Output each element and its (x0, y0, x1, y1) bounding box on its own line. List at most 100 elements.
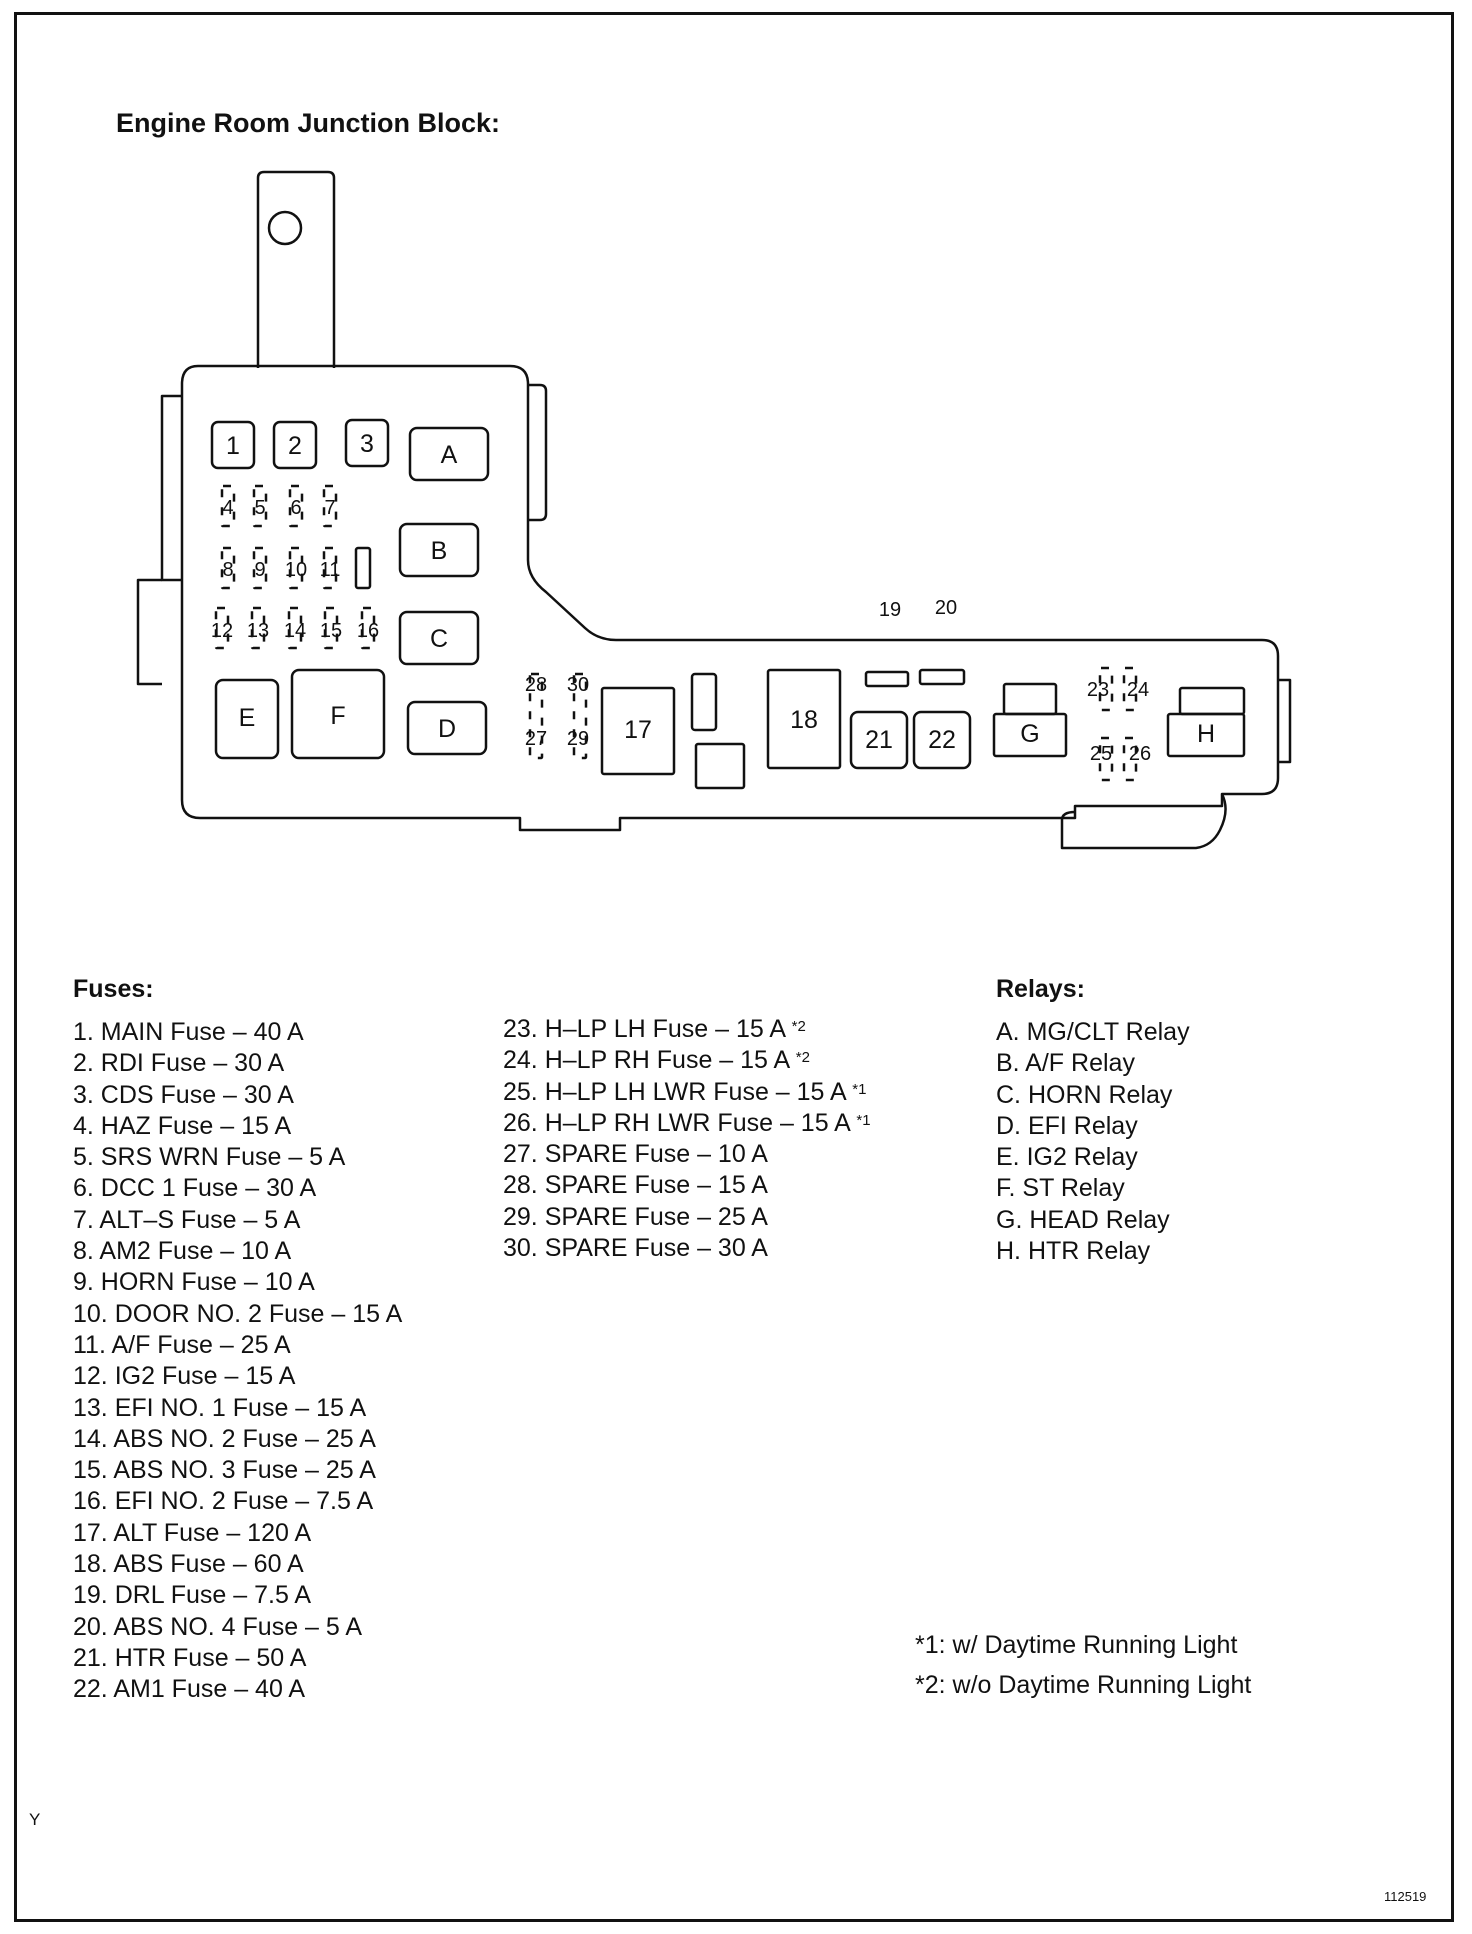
relay-item-8: H. HTR Relay (996, 1237, 1151, 1266)
fuse-item-21: 21. HTR Fuse – 50 A (73, 1643, 307, 1672)
relay-A-label: A (441, 441, 458, 469)
fuse-19-box (864, 670, 910, 688)
fuse-7-slot (322, 484, 338, 528)
fuse-11-slot (322, 546, 338, 590)
fuse-10-slot (288, 546, 304, 590)
fuse-23-slot (1098, 666, 1114, 712)
fuse-item-9: 9. HORN Fuse – 10 A (73, 1268, 315, 1297)
reference-number: 112519 (1384, 1889, 1427, 1904)
fuse-2-box (272, 420, 318, 470)
fuse-item-4: 4. HAZ Fuse – 15 A (73, 1111, 292, 1140)
relay-item-7: G. HEAD Relay (996, 1205, 1170, 1234)
fuse-23-label: 23 (1087, 679, 1109, 701)
fuse-6-label: 6 (290, 497, 301, 519)
fuse-9-label: 9 (254, 559, 265, 581)
relay-H-box (1166, 712, 1246, 758)
fuse-item-b-4: 26. H–LP RH LWR Fuse – 15 A *1 (503, 1108, 871, 1137)
relay-F-box (290, 668, 386, 760)
square-connector (694, 742, 746, 790)
relay-G-box (992, 712, 1068, 758)
fuse-19-label: 19 (879, 599, 901, 621)
page-border (14, 12, 1454, 1922)
fuse-30-slot (572, 672, 588, 760)
fuse-13-label: 13 (247, 620, 269, 642)
fuse-13-slot (250, 606, 266, 650)
fuse-18-box (766, 668, 842, 770)
fuse-3-label: 3 (360, 430, 374, 458)
fuse-item-12: 12. IG2 Fuse – 15 A (73, 1362, 296, 1391)
fuse-1-box (210, 420, 256, 470)
relay-G-label: G (1020, 720, 1039, 748)
fuse-item-18: 18. ABS Fuse – 60 A (73, 1550, 304, 1579)
diagram-title: Engine Room Junction Block: (116, 108, 501, 138)
fuse-item-13: 13. EFI NO. 1 Fuse – 15 A (73, 1393, 367, 1422)
relay-F-label: F (330, 702, 345, 730)
fuse-item-15: 15. ABS NO. 3 Fuse – 25 A (73, 1456, 376, 1485)
fuse-30-label: 30 (567, 674, 589, 696)
footnote-ref: *1 (856, 1111, 871, 1129)
relay-B-box (398, 522, 480, 578)
fuse-item-19: 19. DRL Fuse – 7.5 A (73, 1581, 312, 1610)
footnotes: *1: w/ Daytime Running Light *2: w/o Day… (915, 1625, 1251, 1705)
fuse-28-slot (528, 672, 544, 760)
fuse-item-6: 6. DCC 1 Fuse – 30 A (73, 1174, 317, 1203)
left-tab-lower (136, 578, 162, 686)
fuse-item-11: 11. A/F Fuse – 25 A (73, 1330, 291, 1359)
relay-D-label: D (438, 715, 456, 743)
fuse-10-label: 10 (285, 559, 307, 581)
fuse-3-box (344, 418, 390, 468)
fuse-22-label: 22 (928, 726, 956, 754)
fuse-item-20: 20. ABS NO. 4 Fuse – 5 A (73, 1612, 363, 1641)
fuse-28-label: 28 (525, 674, 547, 696)
relay-C-box (398, 610, 480, 666)
relay-item-3: C. HORN Relay (996, 1080, 1173, 1109)
fuse-item-b-6: 28. SPARE Fuse – 15 A (503, 1171, 768, 1200)
relay-D-box (406, 700, 488, 756)
fuse-item-b-2: 24. H–LP RH Fuse – 15 A *2 (503, 1046, 810, 1075)
relay-item-6: F. ST Relay (996, 1174, 1125, 1203)
fuse-17-box (600, 686, 676, 776)
mounting-bracket (256, 170, 336, 368)
fuse-item-b-7: 29. SPARE Fuse – 25 A (503, 1202, 768, 1231)
relay-E-label: E (239, 704, 256, 732)
fuse-25-slot (1098, 736, 1114, 782)
fuse-item-2: 2. RDI Fuse – 30 A (73, 1049, 285, 1078)
fuse-item-16: 16. EFI NO. 2 Fuse – 7.5 A (73, 1487, 374, 1516)
relay-H-label: H (1197, 720, 1215, 748)
fuse-24-label: 24 (1127, 679, 1149, 701)
fuse-21-label: 21 (865, 726, 893, 754)
fuse-15-label: 15 (320, 620, 342, 642)
fuse-7-label: 7 (324, 497, 335, 519)
right-end-tab (1278, 678, 1292, 764)
fuse-item-8: 8. AM2 Fuse – 10 A (73, 1237, 292, 1266)
fuse-2-label: 2 (288, 432, 302, 460)
footnote-1: *1: w/ Daytime Running Light (915, 1631, 1238, 1659)
fuse-item-22: 22. AM1 Fuse – 40 A (73, 1675, 306, 1704)
fuse-item-7: 7. ALT–S Fuse – 5 A (73, 1205, 301, 1234)
fuse-17-label: 17 (624, 716, 652, 744)
fuse-11-label: 11 (320, 559, 341, 581)
fuse-1-label: 1 (226, 432, 240, 460)
fuse-4-label: 4 (222, 497, 233, 519)
upper-right-tab (528, 383, 548, 522)
relay-G-top (1002, 682, 1058, 716)
fuse-12-slot (214, 606, 230, 650)
fuse-24-slot (1122, 666, 1138, 712)
fuse-9-slot (252, 546, 268, 590)
footnote-ref: *2 (791, 1018, 806, 1035)
fuse-item-5: 5. SRS WRN Fuse – 5 A (73, 1143, 346, 1172)
fuse-4-slot (220, 484, 236, 528)
relay-E-box (214, 678, 280, 760)
fuse-20-box (918, 668, 966, 686)
fuses-heading: Fuses: (73, 975, 154, 1003)
fuse-5-label: 5 (254, 497, 265, 519)
fuse-29-label: 29 (567, 728, 589, 750)
relay-H-top (1178, 686, 1246, 716)
relay-item-1: A. MG/CLT Relay (996, 1018, 1190, 1046)
fuse-25-label: 25 (1090, 743, 1112, 765)
relay-B-label: B (431, 537, 448, 565)
